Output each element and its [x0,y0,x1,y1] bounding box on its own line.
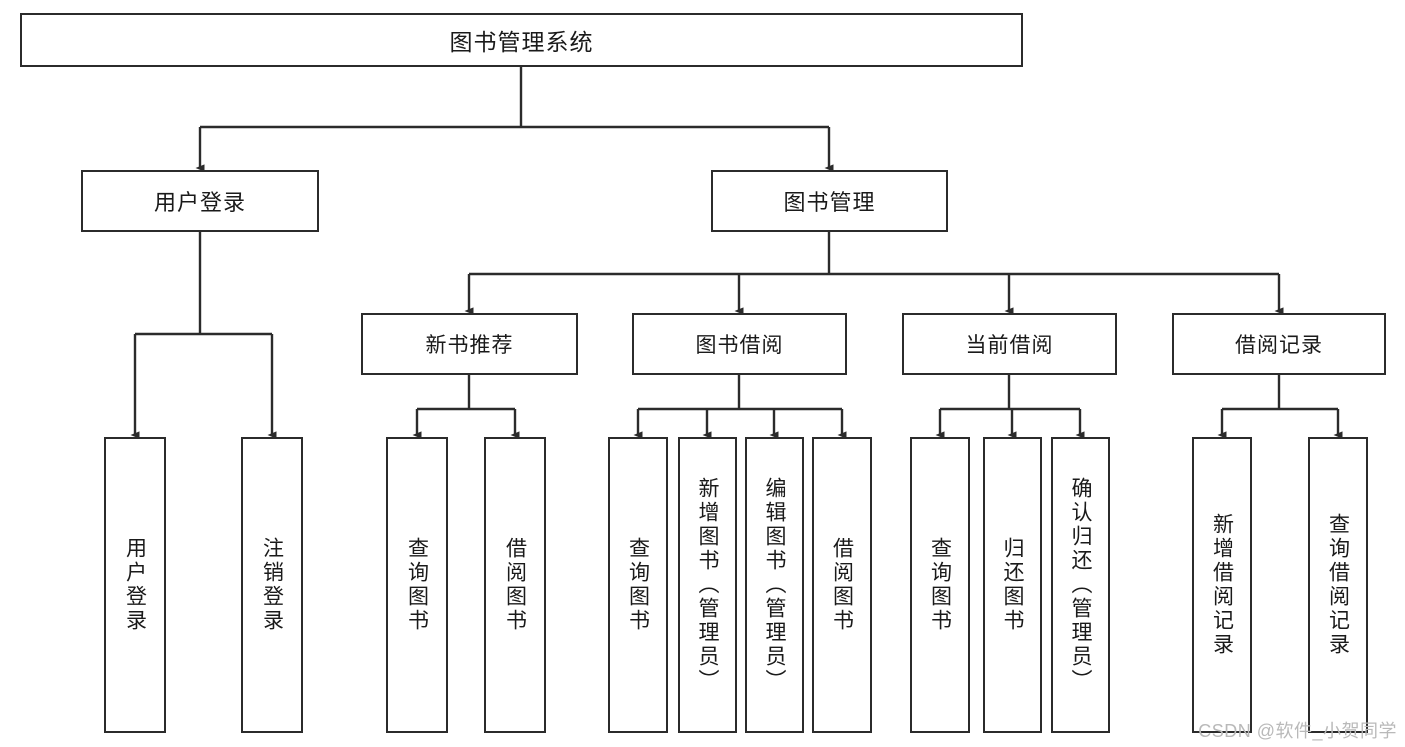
node-book-management[interactable]: 图书管理 [711,170,948,232]
node-leaf-borrow-book-rec-label: 借阅图书 [503,537,527,633]
node-leaf-return-book-label: 归还图书 [1001,537,1024,633]
node-book-borrow[interactable]: 图书借阅 [632,313,847,375]
node-leaf-add-record-label: 新增借阅记录 [1210,513,1234,657]
node-leaf-confirm-return[interactable]: 确认归还（管理员） [1051,437,1110,733]
node-leaf-query-record-label: 查询借阅记录 [1326,513,1350,657]
node-borrow-record[interactable]: 借阅记录 [1172,313,1386,375]
node-leaf-query-book-current[interactable]: 查询图书 [910,437,970,733]
node-leaf-add-book[interactable]: 新增图书（管理员） [678,437,737,733]
node-leaf-borrow-book-rec[interactable]: 借阅图书 [484,437,546,733]
node-leaf-query-record[interactable]: 查询借阅记录 [1308,437,1368,733]
node-leaf-user-login-label: 用户登录 [123,537,147,633]
node-leaf-borrow-book[interactable]: 借阅图书 [812,437,872,733]
node-leaf-user-login[interactable]: 用户登录 [104,437,166,733]
node-leaf-edit-book[interactable]: 编辑图书（管理员） [745,437,804,733]
node-book-borrow-label: 图书借阅 [695,334,784,357]
node-leaf-confirm-return-label: 确认归还（管理员） [1069,477,1092,693]
node-leaf-query-book-rec[interactable]: 查询图书 [386,437,448,733]
node-user-login[interactable]: 用户登录 [81,170,319,232]
watermark-label: CSDN @软件_小贺同学 [1198,721,1397,741]
node-leaf-borrow-book-label: 借阅图书 [830,537,854,633]
node-current-borrow[interactable]: 当前借阅 [902,313,1117,375]
node-root-system-label: 图书管理系统 [449,29,594,55]
node-new-book-recommend[interactable]: 新书推荐 [361,313,578,375]
node-leaf-query-book-rec-label: 查询图书 [405,537,429,633]
node-leaf-query-book-borrow[interactable]: 查询图书 [608,437,668,733]
node-leaf-add-book-label: 新增图书（管理员） [696,477,719,693]
node-leaf-user-logout[interactable]: 注销登录 [241,437,303,733]
node-leaf-query-book-current-label: 查询图书 [928,537,952,633]
node-leaf-add-record[interactable]: 新增借阅记录 [1192,437,1252,733]
node-leaf-query-book-borrow-label: 查询图书 [626,537,650,633]
node-leaf-user-logout-label: 注销登录 [260,537,284,633]
node-current-borrow-label: 当前借阅 [965,334,1054,357]
node-leaf-edit-book-label: 编辑图书（管理员） [763,477,786,693]
node-user-login-label: 用户登录 [153,190,246,215]
node-new-book-recommend-label: 新书推荐 [425,334,514,357]
edges-group [130,67,1343,439]
node-borrow-record-label: 借阅记录 [1235,334,1323,357]
node-root-system[interactable]: 图书管理系统 [20,13,1023,67]
node-book-management-label: 图书管理 [783,190,876,215]
node-leaf-return-book[interactable]: 归还图书 [983,437,1042,733]
